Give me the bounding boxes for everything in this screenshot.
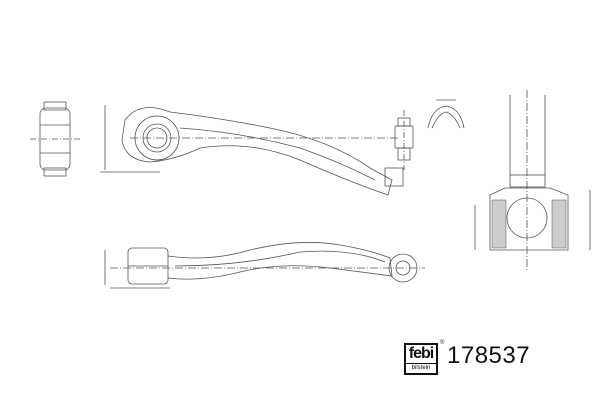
control-arm-side-view xyxy=(104,242,425,289)
part-number: 178537 xyxy=(447,342,531,369)
logo-subtext: bilstein xyxy=(406,363,436,372)
bushing-view xyxy=(30,101,80,177)
ball-joint-section-view xyxy=(474,90,591,270)
logo-text: febi xyxy=(408,345,434,362)
dust-boot-view xyxy=(427,99,465,129)
control-arm-top-view xyxy=(100,105,404,196)
registered-mark: ® xyxy=(440,340,445,346)
febi-bilstein-logo: febi bilstein xyxy=(404,343,438,375)
ball-pin-view xyxy=(394,110,414,170)
